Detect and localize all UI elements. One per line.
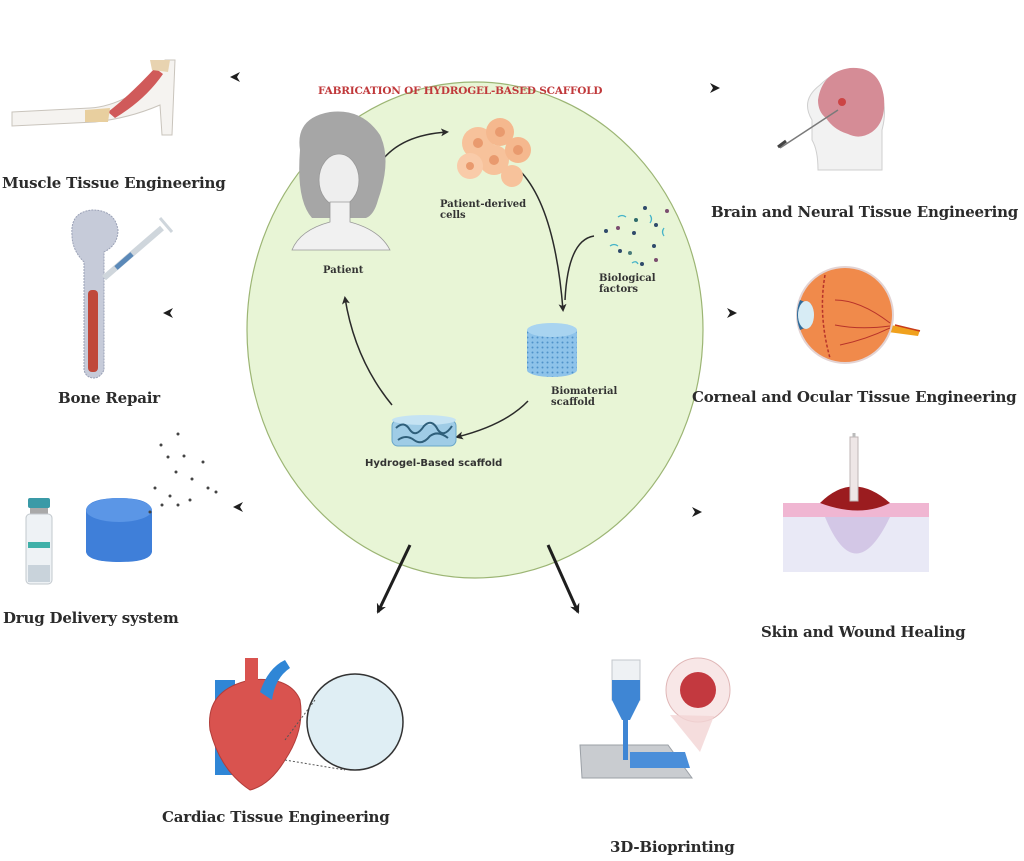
patient-label: Patient xyxy=(323,265,364,276)
patient-portrait-icon xyxy=(291,111,391,251)
cells-label: Patient-derived cells xyxy=(440,199,526,221)
arrow-cells-to-scaffold xyxy=(521,172,567,312)
arrows-outward xyxy=(163,72,737,614)
factors-label-line1: Biological xyxy=(599,273,656,284)
ocular-tissue-label: Corneal and Ocular Tissue Engineering xyxy=(692,388,1017,406)
biological-factors-icon xyxy=(604,206,669,266)
brain-neural-label: Brain and Neural Tissue Engineering xyxy=(711,203,1019,221)
biomaterial-label-line1: Biomaterial xyxy=(551,386,618,397)
arrow-scaffold-to-hydrogel xyxy=(455,400,529,440)
fabrication-title: FABRICATION OF HYDROGEL-BASED SCAFFOLD xyxy=(318,85,603,97)
biomaterial-label-line2: scaffold xyxy=(551,397,595,408)
biomaterial-label: Biomaterial scaffold xyxy=(551,386,617,408)
biomaterial-cylinder-icon xyxy=(527,323,577,377)
heart-icon xyxy=(209,658,404,791)
cells-label-line1: Patient-derived xyxy=(440,199,527,210)
cells-label-line2: cells xyxy=(440,210,466,221)
brain-head-icon xyxy=(777,67,885,171)
factors-label-line2: factors xyxy=(599,284,639,295)
arrow-to-cardiac xyxy=(376,544,412,614)
cardiac-tissue-label: Cardiac Tissue Engineering xyxy=(162,808,390,826)
skin-wound-label: Skin and Wound Healing xyxy=(761,623,966,641)
eye-icon xyxy=(796,266,921,364)
drug-delivery-label: Drug Delivery system xyxy=(3,609,179,627)
hydrogel-label: Hydrogel-Based scaffold xyxy=(365,458,503,469)
arrow-to-bioprinting xyxy=(546,544,580,614)
femur-syringe-icon xyxy=(71,209,174,379)
muscle-tissue-label: Muscle Tissue Engineering xyxy=(2,174,226,192)
bioprinting-label: 3D-Bioprinting xyxy=(610,838,735,856)
hydrogel-scaffold-icon xyxy=(391,415,457,447)
arrow-hydrogel-to-patient xyxy=(342,296,393,406)
arm-muscle-icon xyxy=(11,59,176,136)
skin-wound-syringe-icon xyxy=(783,433,929,572)
drug-vial-scaffold-icon xyxy=(25,432,218,585)
arrow-factors-to-scaffold xyxy=(564,235,595,301)
factors-label: Biological factors xyxy=(599,273,656,295)
bioprinter-icon xyxy=(579,657,731,779)
cells-cluster-icon xyxy=(457,118,531,187)
bone-repair-label: Bone Repair xyxy=(58,389,160,407)
